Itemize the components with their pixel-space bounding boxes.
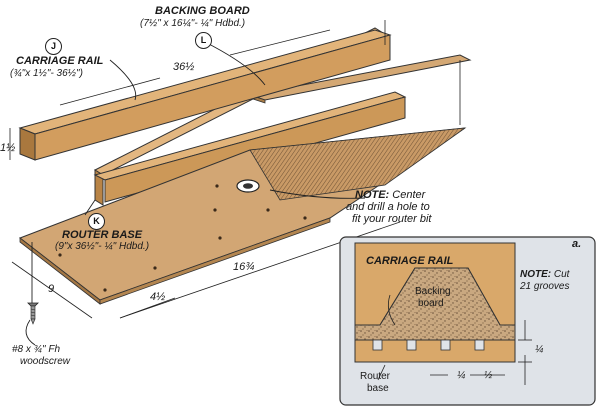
note-main-text3: fit your router bit — [352, 213, 432, 225]
screw-leader — [25, 319, 36, 346]
detail-router-2: base — [367, 383, 389, 394]
carriage-rail-title: CARRIAGE RAIL — [16, 55, 104, 67]
detail-title: CARRIAGE RAIL — [366, 255, 454, 267]
hole-inner — [243, 183, 253, 189]
dim-hole-span: 16¾ — [233, 261, 255, 273]
carriage-rail-front — [19, 127, 36, 161]
leader-lines — [31, 41, 366, 310]
detail-router-base — [354, 339, 516, 363]
detail-letter: a. — [572, 238, 582, 250]
screw-label-1: #8 x ¾" Fh — [12, 344, 61, 355]
note-main-text1: Center — [392, 189, 426, 201]
carriage-rail-side — [34, 34, 391, 161]
detail-dim-half: ½ — [484, 370, 493, 381]
dim-hole-offset: 4½ — [150, 291, 166, 303]
carriage-rail-dims: (¾"x 1½"- 36½") — [10, 68, 83, 79]
detail-backing-1: Backing — [415, 286, 451, 297]
detail-note: NOTE: Cut — [520, 270, 569, 280]
badge-j: J — [45, 38, 62, 55]
detail-note-text: Cut — [553, 269, 570, 280]
detail-dim-quarter-a: ¼ — [457, 370, 466, 381]
detail-dim-lines — [377, 294, 532, 385]
dim-width: 9 — [48, 283, 55, 295]
screw-holes — [58, 184, 307, 292]
note-main-label: NOTE: — [355, 189, 390, 201]
detail-backing-2: board — [418, 298, 444, 309]
woodscrew-icon — [27, 302, 39, 325]
detail-note-label: NOTE: — [520, 269, 552, 280]
backing-board-title: BACKING BOARD — [155, 5, 250, 17]
backing-board-dims: (7½" x 16¼"- ¼" Hdbd.) — [140, 18, 246, 29]
detail-router-1: Router — [360, 371, 391, 382]
detail-note-text2: 21 grooves — [520, 281, 570, 292]
router-base-edge-front — [99, 217, 331, 305]
screw-label-2: woodscrew — [20, 356, 71, 367]
dim-height: 1½ — [0, 142, 16, 154]
note-main-text2: and drill a hole to — [346, 201, 430, 213]
router-base-dims: (9"x 36½"- ¼" Hdbd.) — [55, 241, 150, 252]
note-main: NOTE: Center — [355, 190, 425, 201]
badge-k: K — [88, 213, 105, 230]
dim-length: 36½ — [173, 61, 195, 73]
groove-area — [249, 127, 467, 201]
badge-l: L — [195, 32, 212, 49]
router-base-title: ROUTER BASE — [62, 229, 143, 241]
detail-dim-quarter-v: ¼ — [535, 344, 544, 355]
